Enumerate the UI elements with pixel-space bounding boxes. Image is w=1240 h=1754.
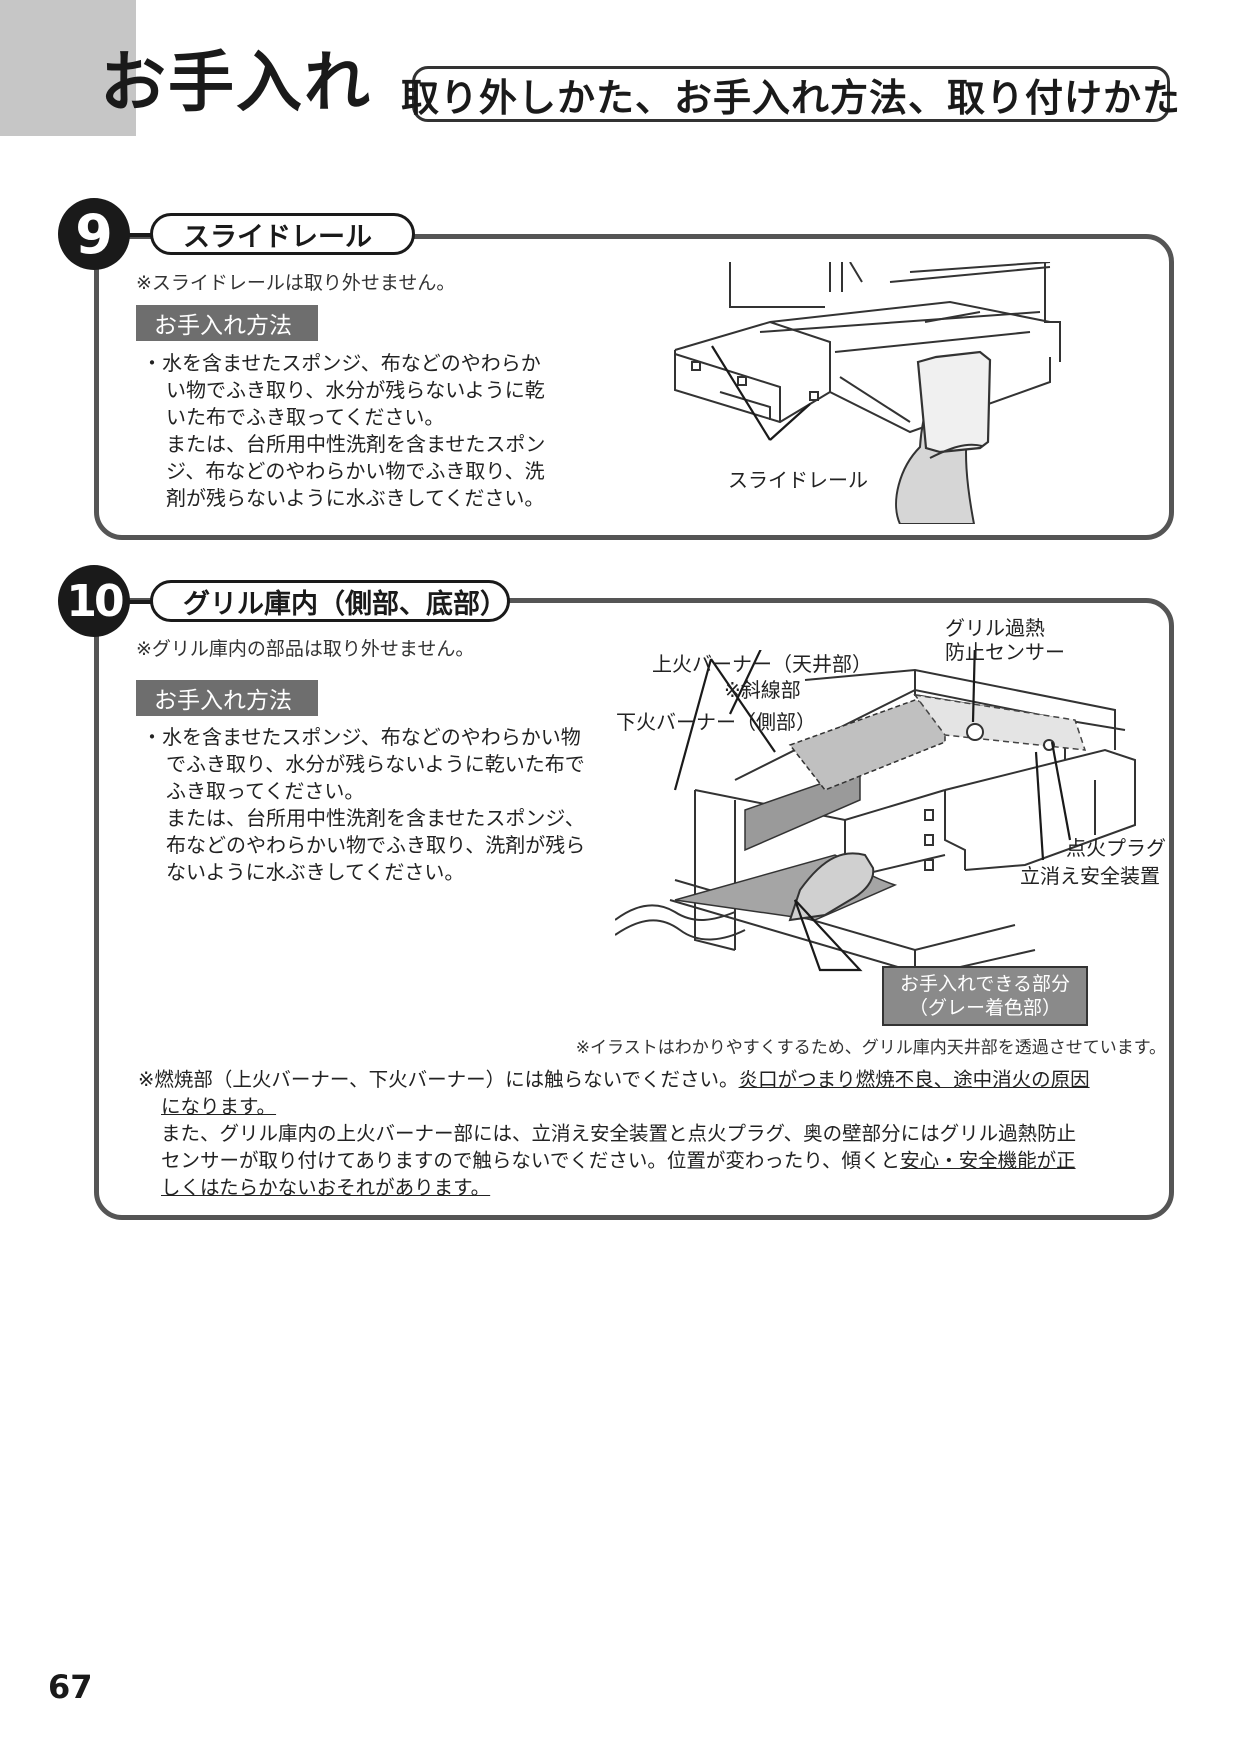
page-number: 67 <box>48 1668 93 1706</box>
hatched-note-label: ※斜線部 <box>724 678 801 702</box>
text-line: い物でふき取り、水分が残らないように乾 <box>166 378 545 402</box>
overheat-sensor-label-2: 防止センサー <box>945 640 1065 664</box>
text-line: ないように水ぶきしてください。 <box>166 860 465 884</box>
ignition-plug-label: 点火プラグ <box>1066 836 1166 860</box>
slide-rail-illustration <box>674 262 1061 524</box>
page-title: お手入れ <box>100 44 372 121</box>
subtitle-box: 取り外しかた、お手入れ方法、取り付けかた <box>401 66 1180 122</box>
warning-text: センサーが取り付けてありますので触らないでください。位置が変わったり、傾くと <box>161 1149 901 1172</box>
section-10-connector <box>128 600 152 604</box>
upper-burner-label: 上火バーナー（天井部） <box>652 652 872 676</box>
section-10-note: ※グリル庫内の部品は取り外せません。 <box>136 638 475 660</box>
text-line: または、台所用中性洗剤を含ませたスポン <box>166 432 546 456</box>
section-10-box <box>94 598 1174 1220</box>
page-subtitle: 取り外しかた、お手入れ方法、取り付けかた <box>401 75 1182 120</box>
section-10-bullet: ・水を含ませたスポンジ、布などのやわらかい物 でふき取り、水分が残らないように乾… <box>142 724 585 886</box>
section-9-number: 9 <box>58 198 130 270</box>
slide-rail-label: スライドレール <box>728 468 868 492</box>
cleanable-label-line-2: （グレー着色部） <box>908 997 1061 1019</box>
warning-underlined-text: 炎口がつまり燃焼不良、途中消火の原因 <box>738 1068 1090 1091</box>
illustration-note: ※イラストはわかりやすくするため、グリル庫内天井部を透過させています。 <box>575 1038 1166 1058</box>
overheat-sensor-label-1: グリル過熱 <box>945 616 1045 640</box>
section-9-note: ※スライドレールは取り外せません。 <box>136 272 456 294</box>
text-line: ・水を含ませたスポンジ、布などのやわらかい物 <box>142 725 581 749</box>
cleanable-area-label: お手入れできる部分 （グレー着色部） <box>882 966 1088 1026</box>
text-line: 布などのやわらかい物でふき取り、洗剤が残ら <box>166 833 586 857</box>
text-line: ジ、布などのやわらかい物でふき取り、洗 <box>166 459 545 483</box>
text-line: 剤が残らないように水ぶきしてください。 <box>166 486 545 510</box>
section-9-box <box>94 234 1174 540</box>
section-9-heading: スライドレール <box>150 213 415 255</box>
section-9-connector <box>128 233 152 237</box>
flame-safety-label: 立消え安全装置 <box>1020 864 1160 888</box>
text-line: または、台所用中性洗剤を含ませたスポンジ、 <box>166 806 585 830</box>
section-10-heading: グリル庫内（側部、底部） <box>150 580 510 622</box>
text-line: でふき取り、水分が残らないように乾いた布で <box>166 752 585 776</box>
lower-burner-label: 下火バーナー（側部） <box>616 710 816 734</box>
section-10-method-label: お手入れ方法 <box>136 680 318 716</box>
section-10-number: 10 <box>58 565 130 637</box>
section-9-method-label: お手入れ方法 <box>136 305 318 341</box>
section-9-bullet: ・水を含ませたスポンジ、布などのやわらか い物でふき取り、水分が残らないように乾… <box>142 350 545 512</box>
warning-underlined-text: しくはたらかないおそれがあります。 <box>161 1176 491 1199</box>
text-line: ・水を含ませたスポンジ、布などのやわらか <box>142 351 541 375</box>
warning-underlined-text: になります。 <box>161 1095 277 1118</box>
grill-chamber-illustration <box>615 650 1136 980</box>
warning-underlined-text: 安心・安全機能が正 <box>900 1149 1076 1172</box>
text-line: いた布でふき取ってください。 <box>166 405 445 429</box>
warning-text: ※燃焼部（上火バーナー、下火バーナー）には触らないでください。 <box>138 1068 739 1091</box>
section-10-warning: ※燃焼部（上火バーナー、下火バーナー）には触らないでください。炎口がつまり燃焼不… <box>138 1066 1090 1201</box>
warning-text: また、グリル庫内の上火バーナー部には、立消え安全装置と点火プラグ、奥の壁部分には… <box>161 1122 1077 1145</box>
corner-tab <box>0 0 136 136</box>
text-line: ふき取ってください。 <box>166 779 365 803</box>
cleanable-label-line-1: お手入れできる部分 <box>899 973 1071 995</box>
